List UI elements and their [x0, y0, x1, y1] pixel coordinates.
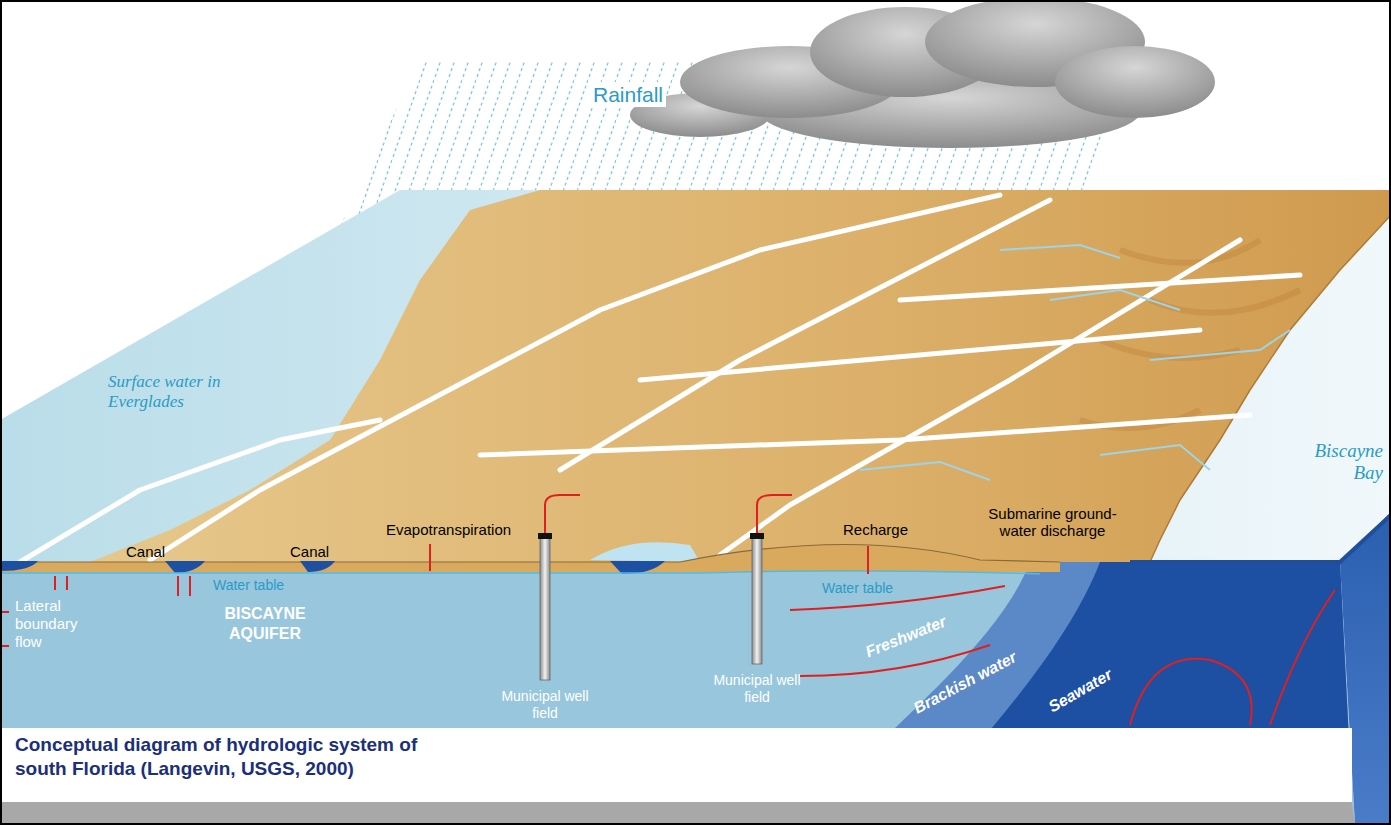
canal-line	[900, 275, 1300, 300]
flow-lines	[0, 544, 1335, 725]
canal-leakage-marker	[55, 576, 67, 590]
boundary-flow-label: Lateral boundary flow	[15, 597, 90, 651]
canal-label: Canal	[126, 543, 165, 561]
well-label: Municipal well field	[495, 688, 595, 722]
tributaries	[860, 245, 1290, 480]
rain-clouds	[630, 0, 1215, 148]
water-table-line	[0, 571, 1040, 574]
canal-line	[480, 415, 1250, 455]
canal-line	[560, 200, 1050, 470]
well-pipe	[545, 495, 580, 533]
tributary-line	[860, 462, 990, 480]
tributary-line	[1150, 330, 1290, 360]
well-cap	[750, 533, 764, 539]
tributary-line	[1050, 290, 1180, 310]
well-casing	[752, 538, 762, 664]
canal-pond	[590, 542, 700, 562]
canal-section	[165, 561, 205, 573]
canal-label: Canal	[290, 543, 329, 561]
process-label: Recharge	[843, 521, 908, 539]
water-table-label: Water table	[822, 580, 893, 597]
evapotranspiration-marker	[429, 544, 431, 571]
land-surface	[90, 190, 1391, 562]
water-table-label: Water table	[213, 577, 284, 594]
canal-section	[300, 561, 335, 572]
tributary-line	[1100, 445, 1210, 470]
flow-line	[1130, 659, 1252, 725]
canal-section	[0, 561, 38, 571]
bay-edge	[1130, 515, 1391, 562]
canal-line	[720, 240, 1240, 555]
process-label: Submarine ground-water discharge	[985, 505, 1120, 539]
process-label: Evapotranspiration	[386, 521, 511, 539]
zone-label: Brackish water	[910, 647, 1019, 717]
tributary-line	[1000, 245, 1120, 258]
canal-line	[150, 195, 1000, 560]
well-cap	[538, 533, 552, 539]
canal-network	[20, 195, 1300, 562]
aquifer-section	[0, 562, 1355, 825]
surface-water-label: Surface water in Everglades	[108, 372, 258, 412]
canal-line	[20, 420, 380, 562]
figure-caption: Conceptual diagram of hydrologic system …	[15, 733, 425, 781]
canal-leakage-marker	[178, 576, 190, 596]
zone-label: Freshwater	[862, 611, 948, 661]
caption-panel	[0, 728, 1352, 802]
well-pipe	[757, 495, 792, 533]
well-label: Municipal well field	[707, 672, 807, 706]
well-pipes	[545, 495, 792, 533]
aquifer-label: BISCAYNE AQUIFER	[205, 604, 325, 644]
zone-label: Seawater	[1045, 664, 1115, 716]
well-casing	[540, 538, 550, 680]
rainfall-label: Rainfall	[590, 82, 666, 107]
canal-line	[640, 330, 1200, 380]
flow-line	[1270, 590, 1335, 725]
recharge-marker	[867, 546, 869, 574]
canal-section	[610, 561, 665, 574]
coastline	[1150, 215, 1391, 562]
water-surface	[0, 190, 1391, 562]
canal-sections	[0, 561, 665, 574]
bay-label: Biscayne Bay	[1283, 440, 1383, 484]
cloud	[1055, 46, 1215, 118]
